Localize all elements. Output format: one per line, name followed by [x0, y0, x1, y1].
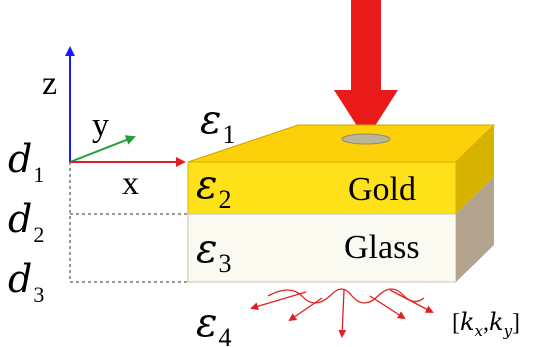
- emission-arrow-down-left: [288, 297, 323, 322]
- gold-layer-side: [456, 125, 494, 214]
- epsilon-1-label: ε1: [200, 97, 235, 149]
- emission-arrow-left: [250, 291, 307, 311]
- thickness-guides: [69, 162, 188, 283]
- d3-label: d3: [8, 257, 44, 307]
- y-axis-label: y: [92, 107, 109, 144]
- emission-arrow-right: [389, 289, 434, 313]
- wavevector-label: [kx,ky]: [452, 308, 520, 340]
- glass-layer-side: [456, 177, 494, 282]
- emission-arrows: [250, 288, 434, 338]
- d2-label: d2: [8, 197, 44, 247]
- z-axis-label: z: [42, 65, 57, 102]
- y-axis-arrow: [69, 135, 136, 163]
- epsilon-2-label: ε2: [196, 162, 231, 214]
- emission-arrow-down-right: [369, 295, 406, 320]
- aperture-hole: [341, 133, 391, 145]
- emission-arrow-down: [338, 289, 347, 338]
- epsilon-4-label: ε4: [196, 300, 231, 347]
- gold-layer-front: [187, 161, 457, 215]
- glass-layer-front: [187, 213, 457, 283]
- glass-label: Glass: [344, 229, 420, 266]
- incident-beam-arrow: [334, 0, 398, 140]
- gold-label: Gold: [348, 171, 416, 208]
- d1-label: d1: [8, 137, 44, 187]
- epsilon-3-label: ε3: [196, 226, 231, 278]
- x-axis-label: x: [122, 165, 139, 202]
